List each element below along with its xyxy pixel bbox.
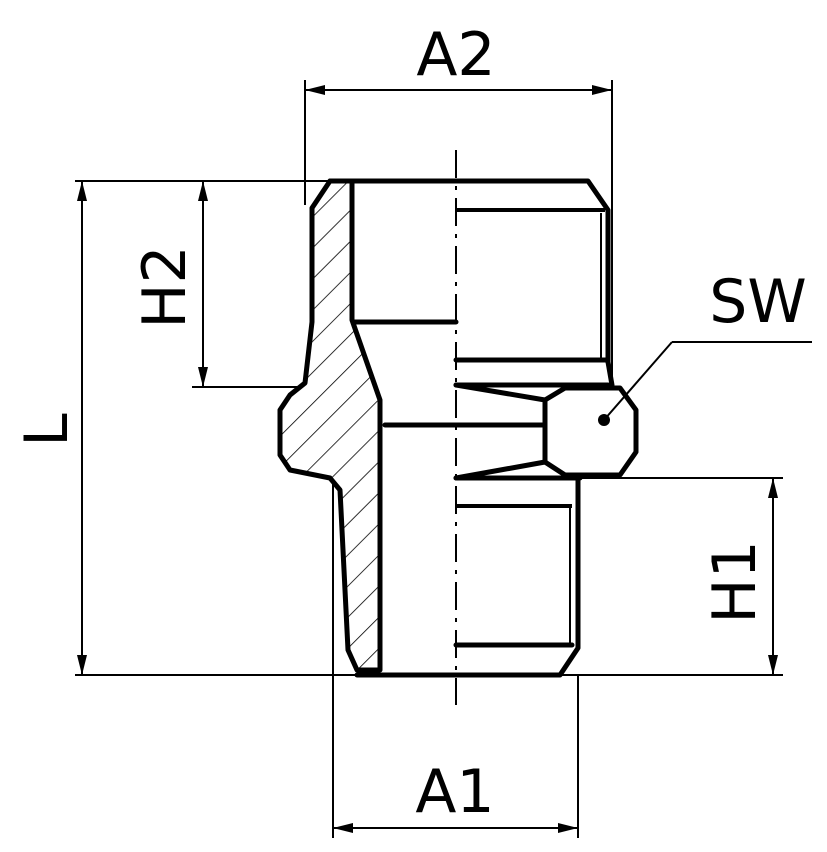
label-sw: SW — [709, 267, 806, 337]
section-outline — [277, 178, 383, 673]
label-h1: H1 — [700, 540, 770, 623]
sw-leader — [603, 341, 812, 421]
label-a2: A2 — [416, 20, 495, 90]
extension-lines — [75, 80, 783, 838]
label-l: L — [12, 413, 82, 447]
label-h2: H2 — [130, 245, 200, 328]
hex-nut — [382, 382, 639, 481]
dimension-lines — [77, 85, 778, 833]
top-thread-outline — [327, 178, 615, 388]
bottom-thread-outline — [354, 475, 581, 678]
section-hatching — [277, 178, 383, 673]
label-a1: A1 — [415, 757, 494, 827]
